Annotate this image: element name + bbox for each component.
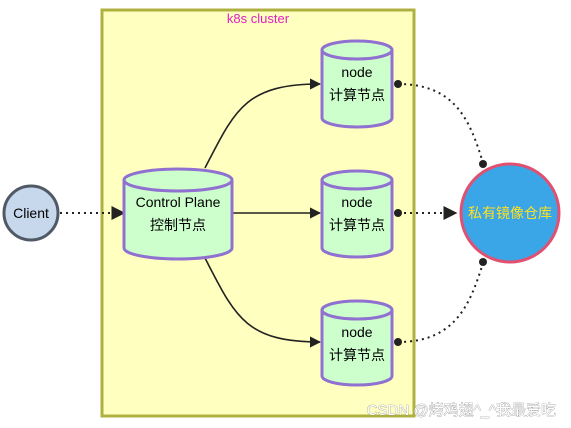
registry-top-endpoint-dot xyxy=(479,160,487,168)
node-1-sublabel: 计算节点 xyxy=(329,87,385,103)
node-2-label: node xyxy=(341,194,372,210)
node-3-sublabel: 计算节点 xyxy=(329,347,385,363)
connectors xyxy=(60,78,484,348)
client-node[interactable]: Client xyxy=(2,184,60,242)
node-2-endpoint-dot xyxy=(394,209,402,217)
link-endpoints xyxy=(394,80,487,346)
node-1-endpoint-dot xyxy=(394,80,402,88)
registry-label: 私有镜像仓库 xyxy=(468,205,552,221)
private-registry-node[interactable]: 私有镜像仓库 xyxy=(459,162,561,264)
node-3-endpoint-dot xyxy=(394,338,402,346)
client-label: Client xyxy=(13,205,49,221)
control-plane-to-node-1-arrow xyxy=(204,78,322,169)
control-plane-to-node-3-arrow xyxy=(204,257,322,348)
csdn-watermark: CSDN @烤鸡翅^_^我最爱吃 xyxy=(367,402,556,419)
node-1-label: node xyxy=(341,64,372,80)
registry-bottom-endpoint-dot xyxy=(479,258,487,266)
control-plane-label: Control Plane xyxy=(136,194,221,210)
node-3-label: node xyxy=(341,324,372,340)
control-plane-cylinder[interactable]: Control Plane 控制节点 xyxy=(122,167,234,261)
node-3-cylinder[interactable]: node 计算节点 xyxy=(320,299,394,387)
node-2-cylinder[interactable]: node 计算节点 xyxy=(320,169,394,259)
node-1-cylinder[interactable]: node 计算节点 xyxy=(320,39,394,129)
control-plane-sublabel: 控制节点 xyxy=(150,217,206,233)
node-2-sublabel: 计算节点 xyxy=(329,217,385,233)
cluster-title: k8s cluster xyxy=(227,11,290,26)
